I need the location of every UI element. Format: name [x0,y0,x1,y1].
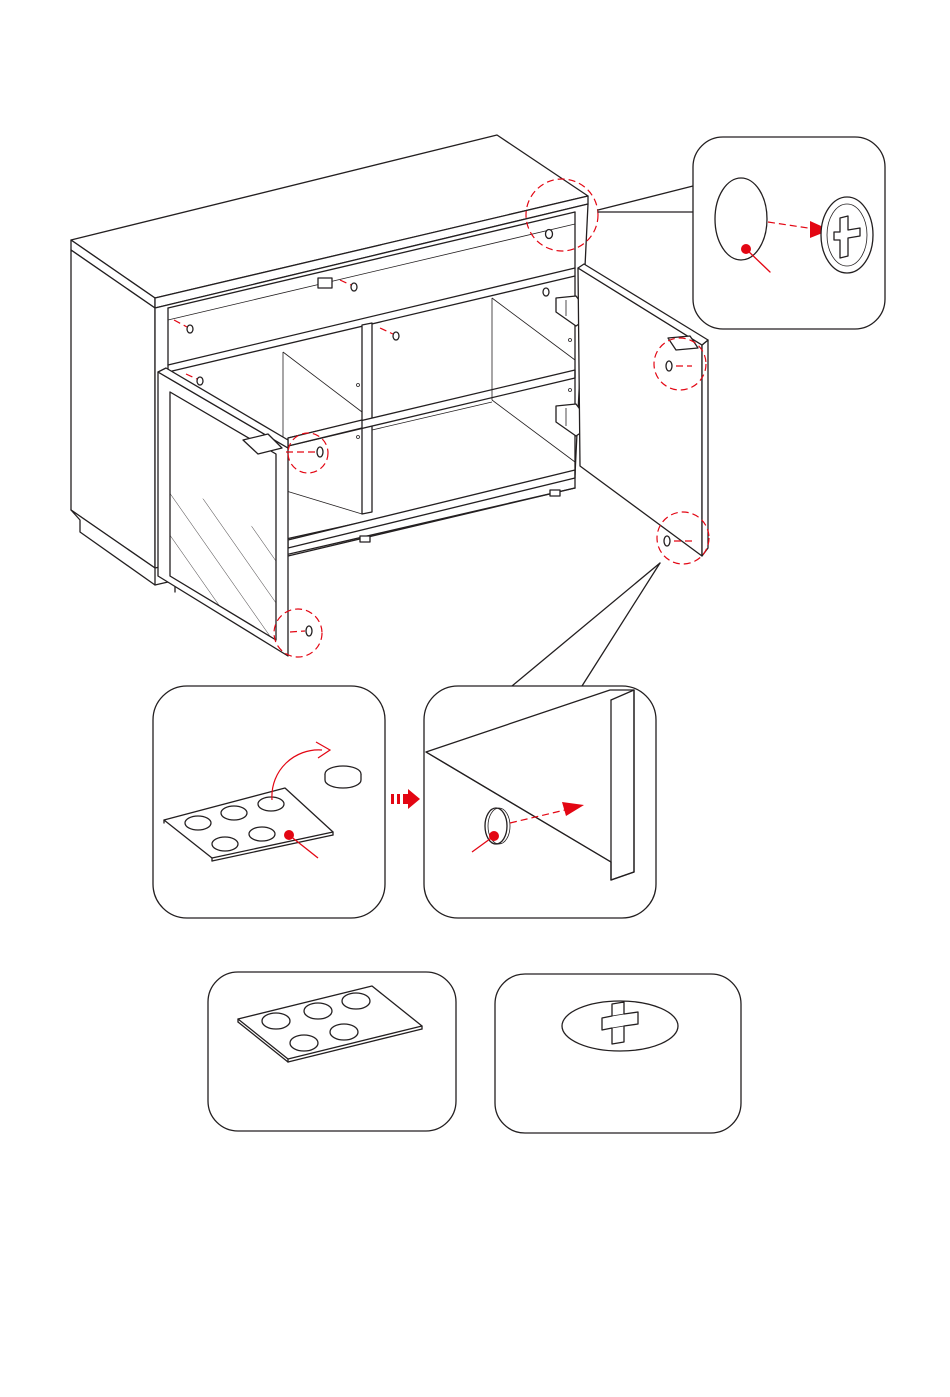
peel-sticker-icon [153,686,385,918]
cam-cover-sticker-sheet-icon [208,972,456,1131]
next-step-arrow-icon [391,789,420,809]
cam-lock-fitting-icon [495,974,741,1133]
apply-sticker-icon [424,686,656,918]
cam-lock-cover-detail-icon [693,137,885,329]
cabinet-open-doors-icon [71,135,708,656]
